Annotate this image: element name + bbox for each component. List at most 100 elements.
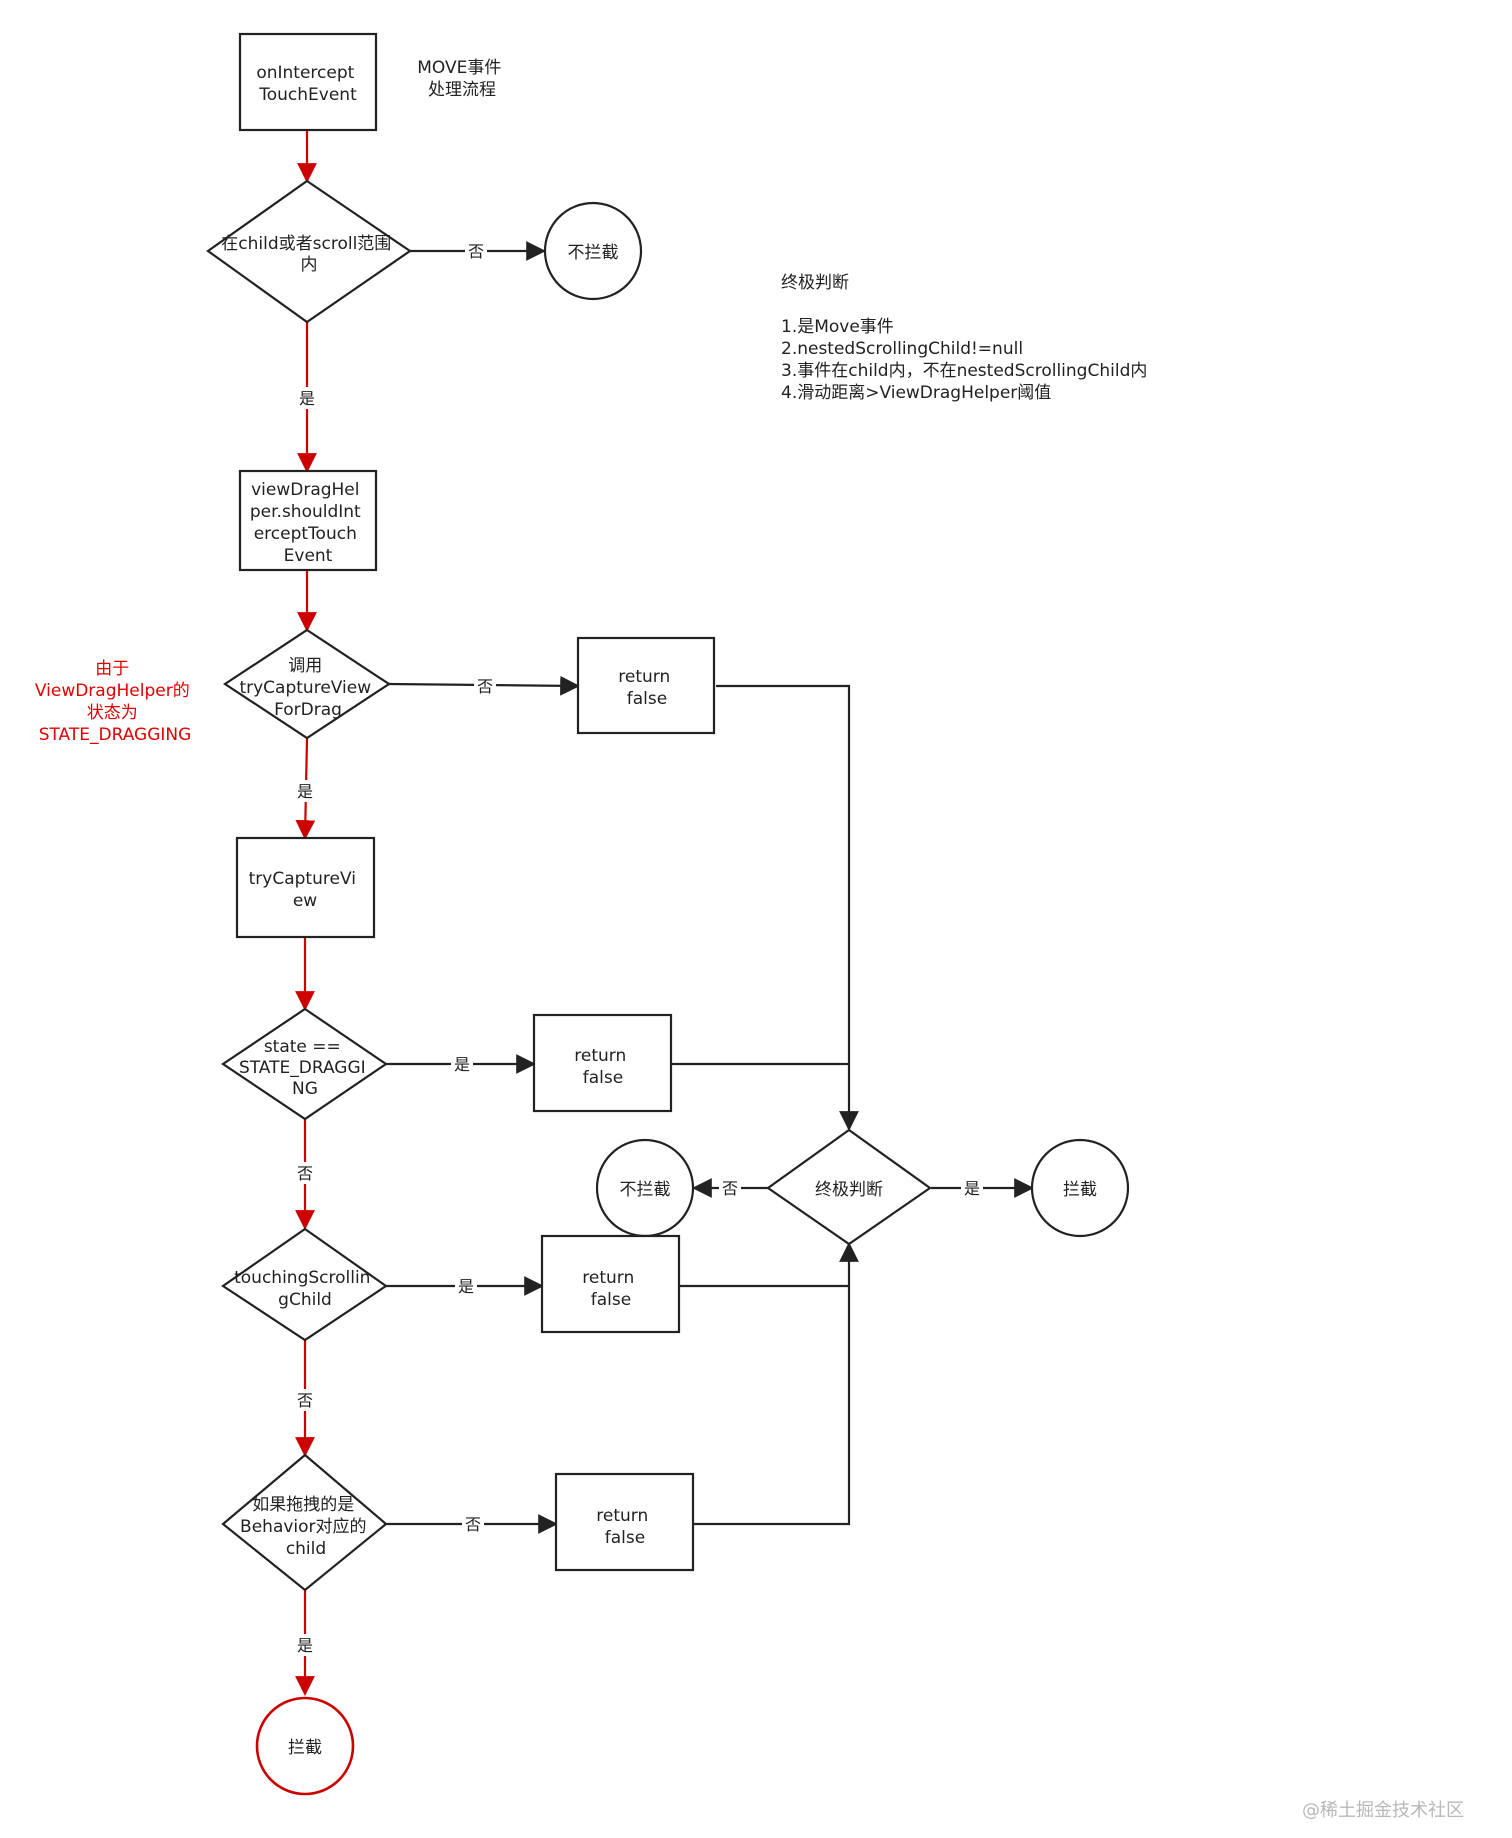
return-3-label-line: return xyxy=(582,1268,634,1288)
final-label-line: 终极判断 xyxy=(815,1180,883,1200)
summary-list: 1.是Move事件 2.nestedScrollingChild!=null 3… xyxy=(781,317,1153,403)
no-intercept-1-label: 不拦截 xyxy=(568,243,619,263)
diagram-title: MOVE事件 处理流程 xyxy=(417,58,507,100)
return-2-label-line: false xyxy=(583,1068,623,1088)
summary-item: 3.事件在child内，不在nestedScrollingChild内 xyxy=(781,361,1147,381)
start-label: onIntercept TouchEvent xyxy=(256,63,359,105)
return-4-label-line: false xyxy=(605,1528,645,1548)
return-4-label-line: return xyxy=(596,1506,648,1526)
return-2-label-line: return xyxy=(574,1046,626,1066)
node-labels: onIntercept TouchEvent 在child或者scroll范围 … xyxy=(221,63,1097,1758)
call-label: 调用 tryCaptureView ForDrag xyxy=(239,656,376,720)
red-side-note-line: ViewDragHelper的 xyxy=(35,681,190,701)
node-return-1-box xyxy=(576,636,716,735)
return-2-label: return false xyxy=(574,1046,631,1088)
return-1-label-line: false xyxy=(627,689,667,709)
call-label-line: ForDrag xyxy=(274,700,342,720)
edge-label-state-no: 否 xyxy=(297,1164,313,1183)
edge-label-touching-no: 否 xyxy=(297,1391,313,1410)
watermark: @稀土掘金技术社区 xyxy=(1302,1800,1464,1821)
intercept-right-label-line: 拦截 xyxy=(1063,1180,1097,1200)
edge-label-range-no: 否 xyxy=(468,242,484,261)
edge-label-behavior-yes: 是 xyxy=(297,1636,313,1655)
capture-label: tryCaptureVi ew xyxy=(249,869,362,911)
red-side-note-line: 由于 xyxy=(95,659,129,679)
touching-label-line: gChild xyxy=(278,1290,332,1310)
diagram-title-line: MOVE事件 xyxy=(417,58,501,78)
edge-label-touching-yes: 是 xyxy=(458,1277,474,1296)
summary-item: 2.nestedScrollingChild!=null xyxy=(781,339,1023,359)
edge-label-call-yes: 是 xyxy=(297,782,313,801)
state-label: state == STATE_DRAGGI NG xyxy=(239,1037,371,1099)
node-should-box xyxy=(238,469,378,572)
node-behavior-diamond xyxy=(221,1453,388,1592)
diagram-title-line: 处理流程 xyxy=(428,80,496,100)
start-label-line: onIntercept xyxy=(256,63,354,83)
node-intercept-right-circle xyxy=(1030,1138,1130,1238)
start-label-line: TouchEvent xyxy=(258,85,357,105)
node-start-box xyxy=(238,32,378,132)
edge-labels: 否 是 否 是 是 否 否 是 是 否 否 是 xyxy=(297,242,980,1655)
edge-label-state-yes: 是 xyxy=(454,1055,470,1074)
state-label-line: state == xyxy=(264,1037,341,1057)
edge-label-range-yes: 是 xyxy=(299,389,315,408)
edge-return4-to-final xyxy=(694,1242,859,1526)
in-range-label: 在child或者scroll范围 内 xyxy=(221,234,396,275)
node-final-diamond xyxy=(766,1128,932,1246)
red-side-note: 由于 ViewDragHelper的 状态为 STATE_DRAGGING xyxy=(35,659,195,745)
red-side-note-line: 状态为 xyxy=(87,703,138,723)
should-label-line: viewDragHel xyxy=(251,480,359,500)
behavior-label-line: child xyxy=(286,1539,326,1559)
edge-return1-to-final xyxy=(716,684,859,1131)
node-return-3-box xyxy=(540,1234,681,1334)
should-label-line: Event xyxy=(284,546,333,566)
flow-shapes xyxy=(206,32,1130,1592)
red-side-note-line: STATE_DRAGGING xyxy=(39,725,192,745)
should-label-line: erceptTouch xyxy=(254,524,357,544)
return-4-label: return false xyxy=(596,1506,653,1548)
edge-label-backgrounds xyxy=(294,240,983,1656)
no-intercept-2-label-line: 不拦截 xyxy=(620,1180,671,1200)
should-label: viewDragHel per.shouldInt erceptTouch Ev… xyxy=(250,480,366,566)
call-label-line: 调用 xyxy=(288,656,322,676)
intercept-bottom-label: 拦截 xyxy=(288,1738,322,1758)
state-label-line: STATE_DRAGGI xyxy=(239,1058,366,1078)
return-1-label: return false xyxy=(618,667,675,709)
behavior-label-line: Behavior对应的 xyxy=(240,1517,367,1537)
node-capture-box xyxy=(235,836,376,939)
capture-label-line: ew xyxy=(293,891,317,911)
summary-item: 4.滑动距离>ViewDragHelper阈值 xyxy=(781,383,1051,403)
capture-label-line: tryCaptureVi xyxy=(249,869,356,889)
in-range-label-line: 内 xyxy=(301,255,318,275)
side-flow-edges xyxy=(386,241,1034,1534)
touching-label-line: touchingScrollin xyxy=(234,1268,370,1288)
node-intercept-bottom-circle xyxy=(255,1696,355,1796)
return-1-label-line: return xyxy=(618,667,670,687)
node-touching-diamond xyxy=(221,1227,388,1342)
no-intercept-1-label-line: 不拦截 xyxy=(568,243,619,263)
intercept-right-label: 拦截 xyxy=(1063,1180,1097,1200)
behavior-label: 如果拖拽的是 Behavior对应的 child xyxy=(240,1495,372,1559)
intercept-bottom-label-line: 拦截 xyxy=(288,1738,322,1758)
state-label-line: NG xyxy=(292,1079,318,1099)
node-call-diamond xyxy=(222,628,392,740)
should-label-line: per.shouldInt xyxy=(250,502,361,522)
edge-label-call-no: 否 xyxy=(477,677,493,696)
behavior-label-line: 如果拖拽的是 xyxy=(252,1495,354,1515)
summary-item: 1.是Move事件 xyxy=(781,317,894,337)
edge-label-final-yes: 是 xyxy=(964,1179,980,1198)
return-3-label: return false xyxy=(582,1268,639,1310)
in-range-label-line: 在child或者scroll范围 xyxy=(221,234,391,254)
node-in-range-diamond xyxy=(206,179,412,324)
no-intercept-2-label: 不拦截 xyxy=(620,1180,671,1200)
touching-label: touchingScrollin gChild xyxy=(234,1268,376,1310)
edge-label-behavior-no: 否 xyxy=(465,1515,481,1534)
node-return-2-box xyxy=(532,1013,673,1113)
node-state-diamond xyxy=(221,1007,388,1121)
node-no-intercept-1-circle xyxy=(543,201,643,301)
node-return-4-box xyxy=(554,1472,695,1572)
edge-label-final-no: 否 xyxy=(722,1179,738,1198)
summary-heading: 终极判断 xyxy=(781,273,849,293)
return-3-label-line: false xyxy=(591,1290,631,1310)
